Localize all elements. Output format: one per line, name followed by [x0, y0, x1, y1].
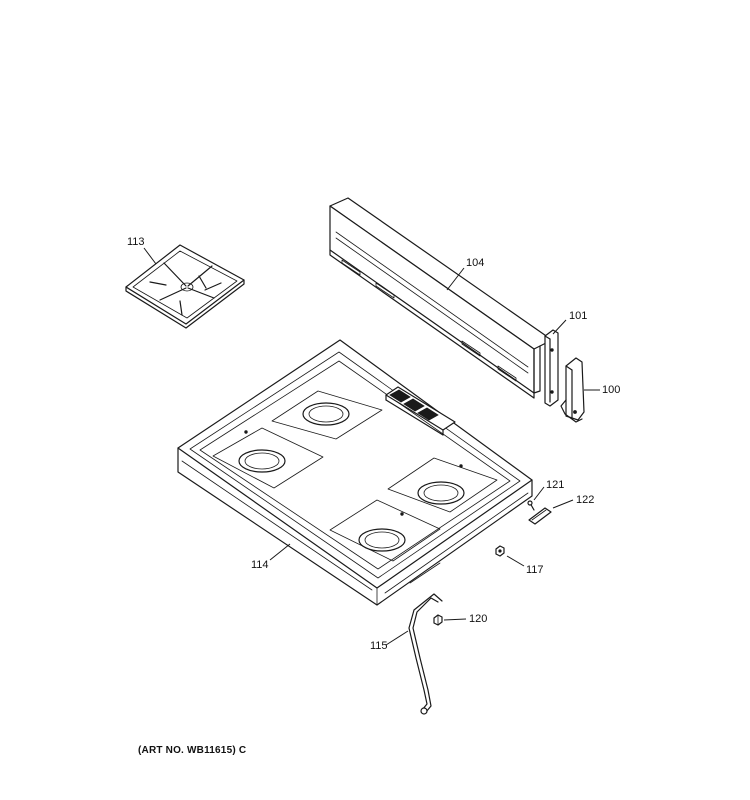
callout-101: 101 [569, 310, 587, 322]
leader-113 [143, 247, 157, 265]
screw-121 [527, 500, 535, 511]
callout-122: 122 [576, 494, 594, 506]
leader-115 [385, 630, 409, 646]
cooktop-114 [177, 339, 533, 606]
burner-grate-113 [125, 244, 245, 329]
leader-114 [269, 543, 291, 561]
callout-120: 120 [469, 613, 487, 625]
leader-121 [533, 486, 545, 501]
leader-104 [446, 267, 465, 291]
callout-117: 117 [526, 564, 544, 576]
clip-122 [528, 507, 552, 525]
side-bracket-101 [544, 329, 559, 407]
leader-117 [506, 555, 525, 567]
burner-tube-115 [408, 593, 443, 715]
callout-104: 104 [466, 257, 484, 269]
callout-115: 115 [370, 640, 388, 652]
nut-117 [495, 545, 505, 557]
end-cap-100 [560, 357, 585, 423]
leader-122 [552, 499, 574, 509]
leader-101 [552, 319, 567, 335]
backsplash-104 [329, 197, 553, 399]
art-number-caption: (ART NO. WB11615) C [138, 745, 247, 756]
callout-114: 114 [251, 559, 269, 571]
callout-labels: 113 104 101 100 114 121 122 117 120 115 [127, 236, 620, 652]
leader-lines [143, 247, 600, 646]
callout-121: 121 [546, 479, 564, 491]
clip-120 [433, 614, 443, 626]
leader-120 [443, 618, 467, 621]
callout-113: 113 [127, 236, 145, 248]
callout-100: 100 [602, 384, 620, 396]
